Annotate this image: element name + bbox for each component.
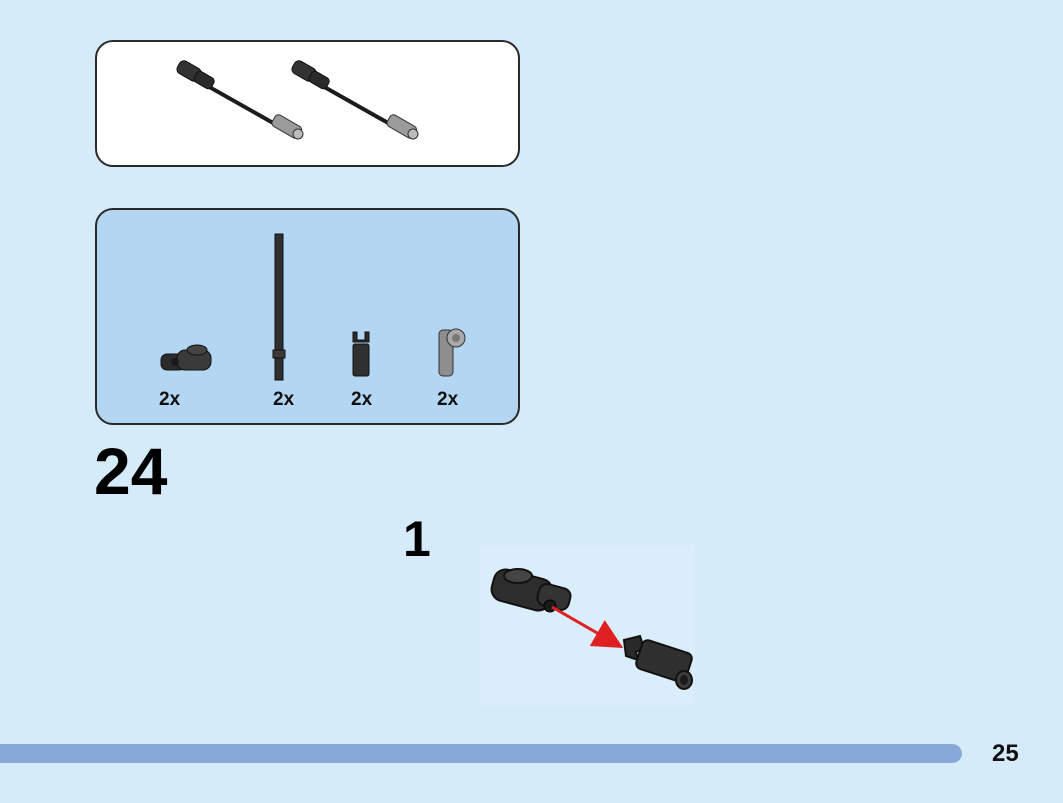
bar-with-stop-icon — [272, 233, 286, 381]
assembly-arrow — [551, 605, 624, 648]
bar-holder-grey-icon — [438, 328, 466, 377]
tow-bar-assembly-icon — [291, 60, 419, 140]
parts-list-panel: 2x 2x 2x 2x — [95, 208, 520, 425]
progress-fill — [0, 744, 962, 763]
part-quantity: 2x — [159, 389, 181, 410]
plate-with-clip-icon — [160, 344, 212, 371]
result-preview-panel — [95, 40, 520, 167]
bar-holder-with-clip-icon — [352, 331, 370, 377]
bar-holder-with-clip-icon — [622, 634, 693, 690]
step-number: 24 — [94, 434, 168, 508]
part-quantity: 2x — [273, 389, 295, 410]
page-number: 25 — [992, 740, 1019, 767]
part-quantity: 2x — [437, 389, 459, 410]
tow-bar-assembly-icon — [176, 60, 304, 140]
progress-bar — [0, 744, 962, 763]
assembly-illustration — [480, 545, 695, 705]
plate-with-clip-icon — [490, 568, 572, 613]
part-quantity: 2x — [351, 389, 373, 410]
substep-number: 1 — [403, 511, 431, 567]
